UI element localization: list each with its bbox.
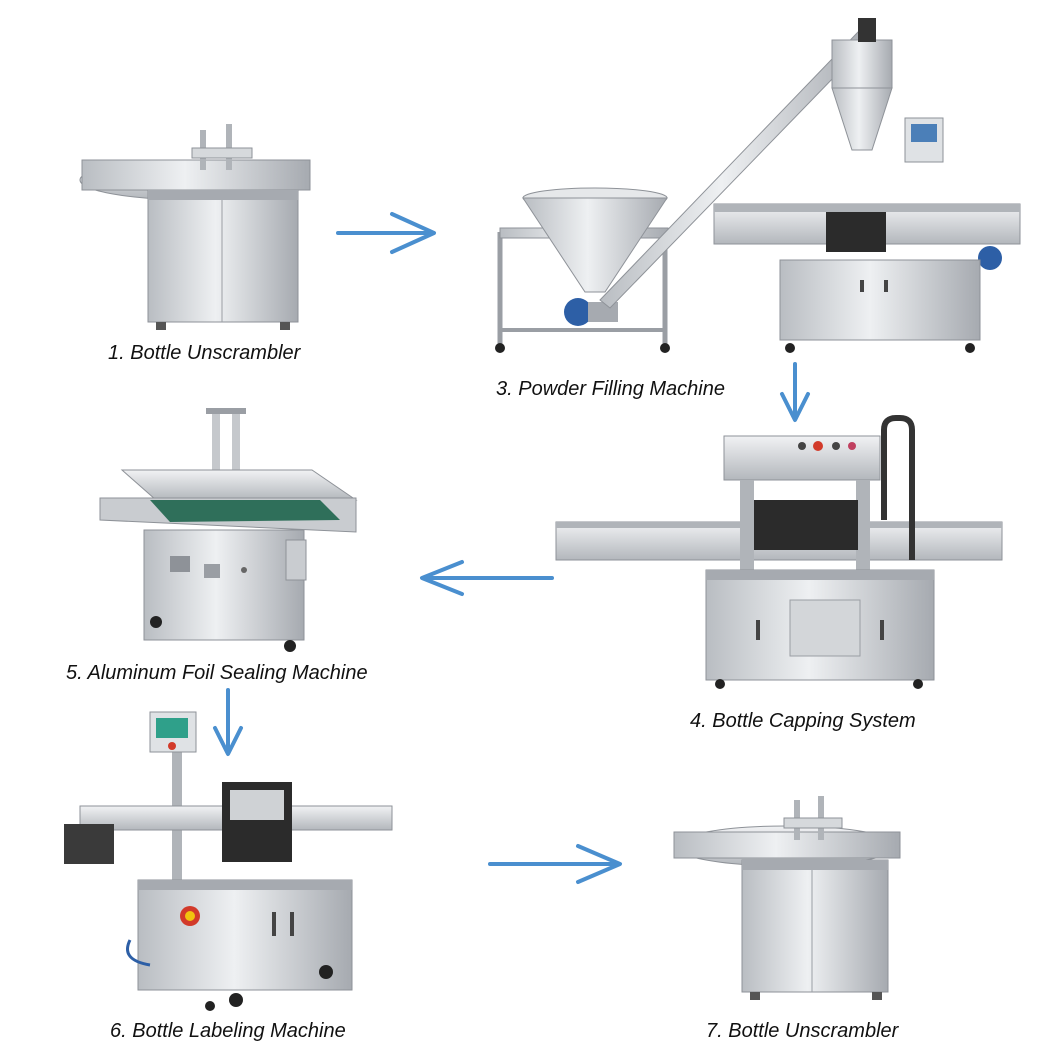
caption-step-1: 1. Bottle Unscrambler	[108, 342, 301, 364]
arrow-right-1-to-3	[336, 212, 436, 254]
machine-bottle-unscrambler-7	[673, 796, 901, 1000]
caption-step-5: 5. Aluminum Foil Sealing Machine	[66, 662, 368, 684]
machine-bottle-capping	[555, 415, 1003, 689]
caption-step-3: 3. Powder Filling Machine	[496, 378, 725, 400]
machine-aluminum-foil-sealing	[99, 408, 358, 652]
machine-bottle-unscrambler-1	[79, 124, 311, 330]
arrow-down-3-to-4	[780, 362, 810, 422]
caption-step-6: 6. Bottle Labeling Machine	[110, 1020, 346, 1042]
caption-step-4: 4. Bottle Capping System	[690, 710, 916, 732]
machine-bottle-labeling	[64, 711, 393, 1011]
arrow-down-5-to-6	[213, 688, 243, 756]
caption-step-7: 7. Bottle Unscrambler	[706, 1020, 899, 1042]
arrow-left-4-to-5	[420, 560, 554, 596]
arrow-right-6-to-7	[488, 844, 622, 884]
machine-powder-filling	[495, 18, 1021, 353]
flow-arrows	[213, 212, 810, 884]
